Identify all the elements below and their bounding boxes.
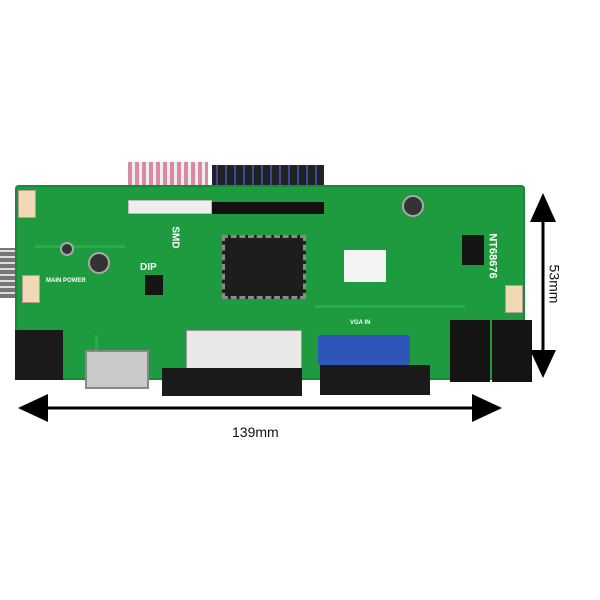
silk-dip: DIP (140, 262, 157, 273)
scaler-chip (222, 235, 306, 299)
width-arrow (18, 394, 502, 422)
height-label: 53mm (546, 264, 563, 304)
regulator (145, 275, 163, 295)
vga-shell (320, 365, 430, 395)
ic (462, 235, 484, 265)
capacitor (88, 252, 110, 274)
jst-connector (18, 190, 36, 218)
silk-vga-in: VGA IN (350, 320, 371, 326)
power-jack (15, 330, 63, 380)
hdmi-port (85, 350, 149, 389)
qr-sticker (344, 250, 386, 282)
silk-main-power: MAIN POWER (46, 278, 86, 284)
dvi-connector (186, 330, 302, 370)
audio-jack (450, 320, 490, 382)
capacitor (402, 195, 424, 217)
dvi-shell (162, 368, 302, 396)
jst-connector (505, 285, 523, 313)
height-arrow (530, 193, 556, 378)
width-label: 139mm (232, 424, 279, 440)
mount-hole (60, 242, 74, 256)
vga-connector (318, 335, 410, 365)
audio-jack (492, 320, 532, 382)
header-connector (128, 200, 212, 214)
lvds-connector (212, 202, 324, 214)
jst-connector (22, 275, 40, 303)
